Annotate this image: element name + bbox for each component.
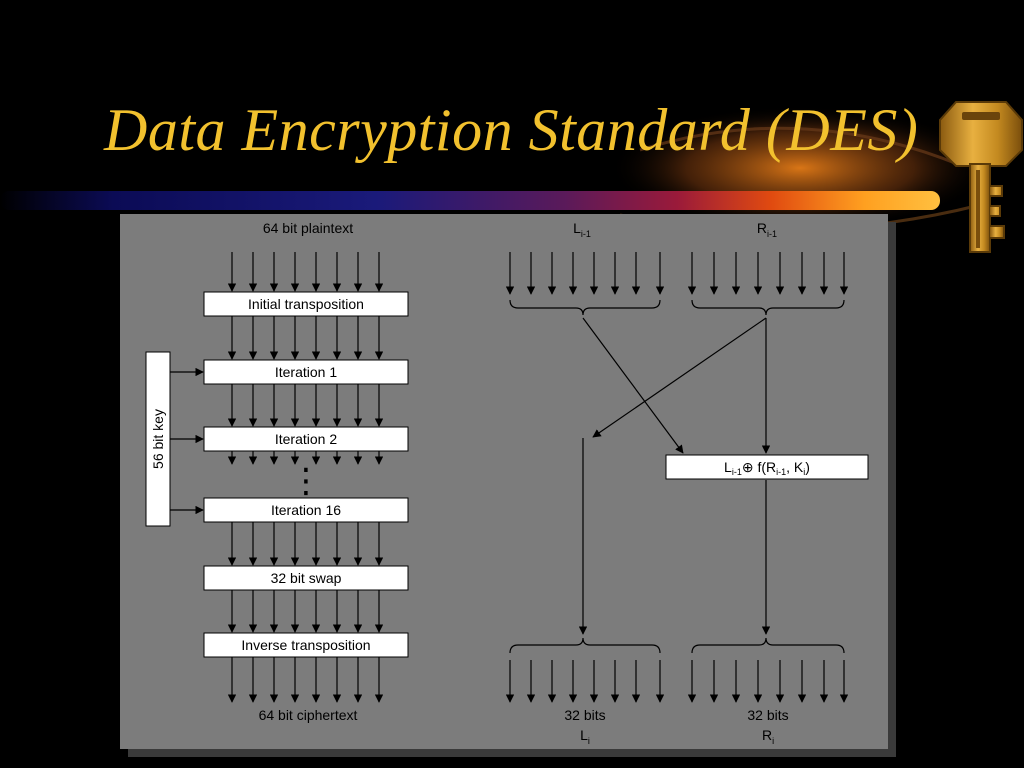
svg-text:Iteration 2: Iteration 2 [275, 431, 337, 447]
iteration-ellipsis: ⋮ [289, 461, 323, 501]
input-braces [509, 299, 845, 316]
right-bit-arrows [505, 252, 849, 703]
l-out-bits-label: 32 bits [564, 707, 605, 723]
round-function-box: Li-1⊕ f(Ri-1, Ki) [665, 454, 869, 480]
iteration-16-box: Iteration 16 [203, 497, 409, 523]
key-arrows [170, 367, 204, 515]
svg-text:Initial transposition: Initial transposition [248, 296, 364, 312]
svg-text:Li-1⊕ f(Ri-1, Ki): Li-1⊕ f(Ri-1, Ki) [724, 459, 810, 477]
svg-text:Iteration 16: Iteration 16 [271, 502, 341, 518]
bit-swap-box: 32 bit swap [203, 565, 409, 591]
iteration-1-box: Iteration 1 [203, 359, 409, 385]
initial-transposition-box: Initial transposition [203, 291, 409, 317]
r-out-bits-label: 32 bits [747, 707, 788, 723]
output-braces [509, 637, 845, 654]
ciphertext-label: 64 bit ciphertext [259, 707, 358, 723]
key-icon [939, 101, 1023, 253]
l-in-label: Li-1 [573, 220, 591, 239]
r-out-label: Ri [762, 727, 774, 746]
slide-title: Data Encryption Standard (DES) [104, 97, 919, 163]
svg-text:Inverse transposition: Inverse transposition [241, 637, 370, 653]
title-swoosh [0, 106, 990, 232]
svg-text:Iteration 1: Iteration 1 [275, 364, 337, 380]
l-out-label: Li [580, 727, 590, 746]
iteration-2-box: Iteration 2 [203, 426, 409, 452]
plaintext-label: 64 bit plaintext [263, 220, 353, 236]
inverse-transposition-box: Inverse transposition [203, 632, 409, 658]
r-in-label: Ri-1 [757, 220, 777, 239]
svg-text:32 bit swap: 32 bit swap [271, 570, 342, 586]
des-diagram-panel: 64 bit plaintext 64 bit ciphertext Initi… [120, 214, 888, 749]
des-diagram: 64 bit plaintext 64 bit ciphertext Initi… [145, 220, 869, 746]
svg-text:56 bit key: 56 bit key [150, 409, 166, 469]
left-bit-arrows [227, 252, 384, 703]
key-box: 56 bit key [145, 351, 171, 527]
feistel-lines [578, 317, 771, 635]
